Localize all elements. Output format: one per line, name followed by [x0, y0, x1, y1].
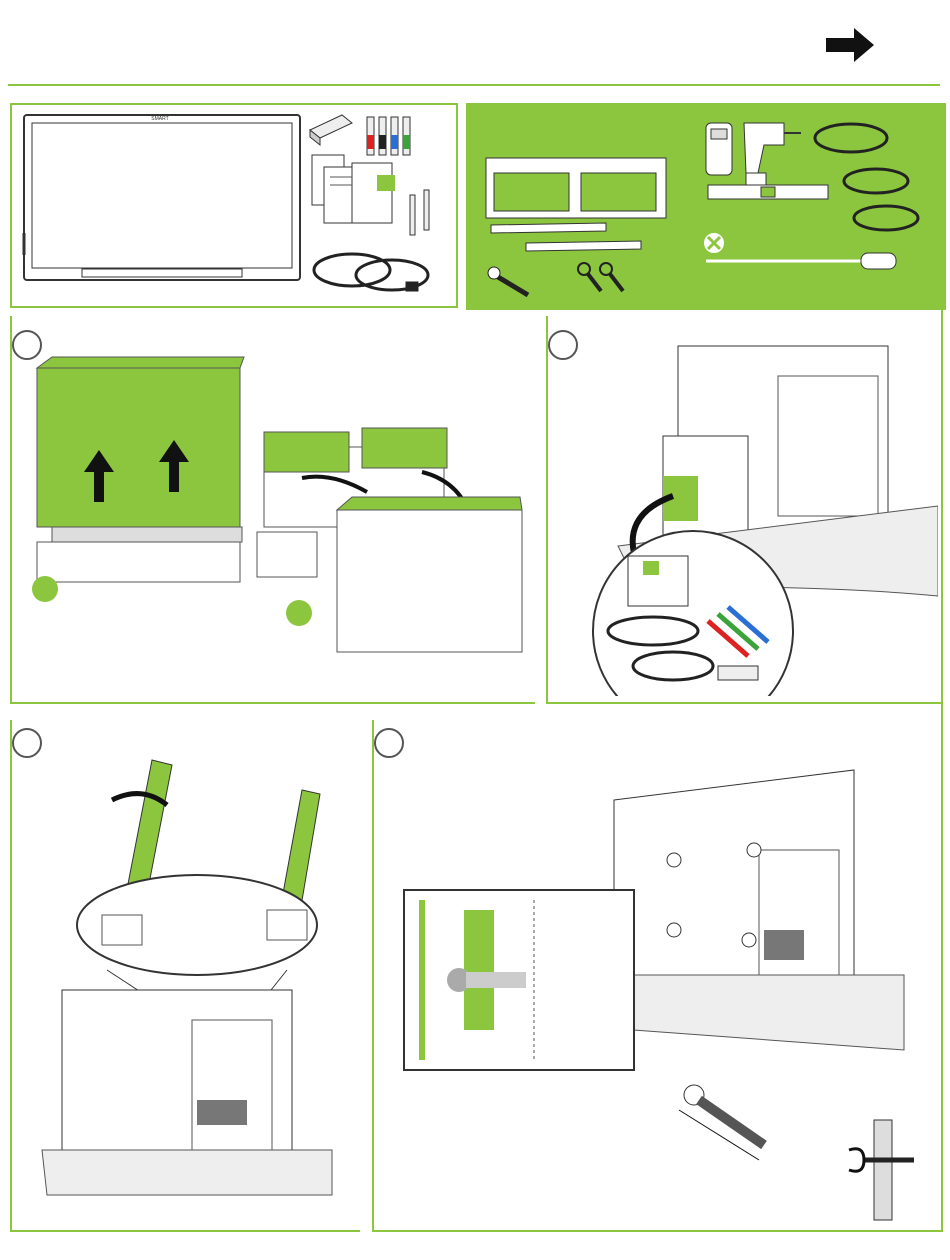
step-3-panel — [10, 720, 360, 1232]
interactive-display-illustration: SMART — [24, 115, 300, 280]
mounting-rails-illustration — [491, 223, 641, 251]
wall-anchor-illustration — [849, 1120, 914, 1220]
stud-finder-illustration — [706, 123, 732, 175]
step-1-panel — [10, 316, 535, 704]
step-4-panel — [372, 720, 942, 1232]
documentation-illustration — [312, 155, 395, 223]
not-allowed-icon — [703, 232, 725, 254]
tethers-illustration — [410, 190, 429, 235]
sub-step-a-marker — [32, 576, 58, 602]
display-cables-illustration — [815, 124, 918, 230]
drill-illustration — [744, 123, 801, 185]
bolt-length-illustration — [679, 1085, 764, 1160]
bolt-illustration — [488, 267, 528, 295]
screwdriver-icon — [706, 253, 896, 269]
pens-illustration — [367, 117, 410, 155]
header-divider — [8, 84, 940, 86]
wall-mount-bracket-illustration — [486, 158, 666, 218]
box-lid-illustration — [37, 357, 244, 582]
sub-step-b-marker — [286, 600, 312, 626]
kit-contents-panel: SMART — [10, 103, 458, 308]
level-illustration — [708, 185, 828, 199]
display-back-illustration — [42, 970, 332, 1195]
next-page-arrow-icon[interactable] — [826, 28, 874, 62]
eye-bolt-detail-box — [404, 890, 634, 1070]
required-tools-panel — [466, 103, 946, 310]
right-border — [941, 300, 943, 1232]
step-2-panel — [546, 316, 942, 704]
svg-text:SMART: SMART — [151, 116, 168, 122]
display-back-illustration — [614, 770, 904, 1050]
antenna-detail-ellipse — [77, 875, 317, 975]
cables-illustration — [314, 254, 428, 290]
step-2-number — [548, 330, 578, 360]
rotate-arrow-icon — [849, 1149, 864, 1172]
eye-bolts-illustration — [578, 263, 623, 291]
eraser-illustration — [310, 115, 352, 145]
